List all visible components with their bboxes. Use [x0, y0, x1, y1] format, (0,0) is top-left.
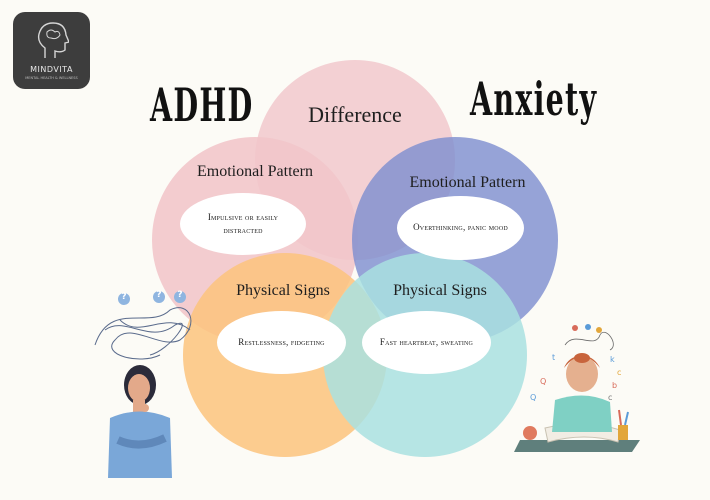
adhd-woman-illustration: [94, 291, 192, 478]
emotional-pattern-left-label: Emotional Pattern: [197, 163, 313, 180]
logo-brand-text: MINDVITA: [30, 65, 73, 74]
svg-text:Q: Q: [530, 393, 536, 402]
question-mark-1: ?: [121, 292, 127, 302]
question-mark-3: ?: [177, 290, 183, 300]
emotional-pattern-right-description: Overthinking, panic mood: [413, 222, 508, 233]
adhd-title: ADHD: [150, 78, 254, 132]
physical-signs-right-description: Fast heartbeat, sweating: [379, 336, 474, 347]
physical-signs-left-label: Physical Signs: [236, 282, 330, 299]
anxiety-title: Anxiety: [470, 72, 598, 126]
emotional-pattern-right-text: Overthinking, panic mood: [397, 196, 524, 260]
head-profile-icon: [37, 22, 69, 58]
physical-signs-right-text: Fast heartbeat, sweating: [362, 311, 491, 374]
difference-label: Difference: [308, 102, 402, 127]
svg-text:c: c: [608, 393, 612, 402]
svg-text:b: b: [612, 381, 617, 390]
anxiety-girl-illustration: Q t k c b Q c: [514, 324, 640, 452]
physical-signs-right-label: Physical Signs: [393, 282, 487, 299]
logo-tagline: MENTAL HEALTH & WELLNESS: [25, 76, 78, 80]
svg-text:k: k: [610, 355, 615, 364]
physical-signs-left-text: Restlessness, fidgeting: [217, 311, 346, 374]
emotional-pattern-left-text: Impulsive or easily distracted: [180, 193, 306, 255]
question-mark-2: ?: [156, 290, 162, 300]
emotional-pattern-left-description: Impulsive or easily distracted: [207, 211, 279, 236]
emotional-pattern-right-label: Emotional Pattern: [409, 174, 526, 191]
svg-text:c: c: [617, 368, 621, 377]
mindvita-logo: MINDVITA MENTAL HEALTH & WELLNESS: [13, 12, 90, 89]
svg-text:Q: Q: [540, 377, 546, 386]
svg-text:t: t: [552, 353, 555, 362]
physical-signs-left-description: Restlessness, fidgeting: [238, 336, 325, 347]
